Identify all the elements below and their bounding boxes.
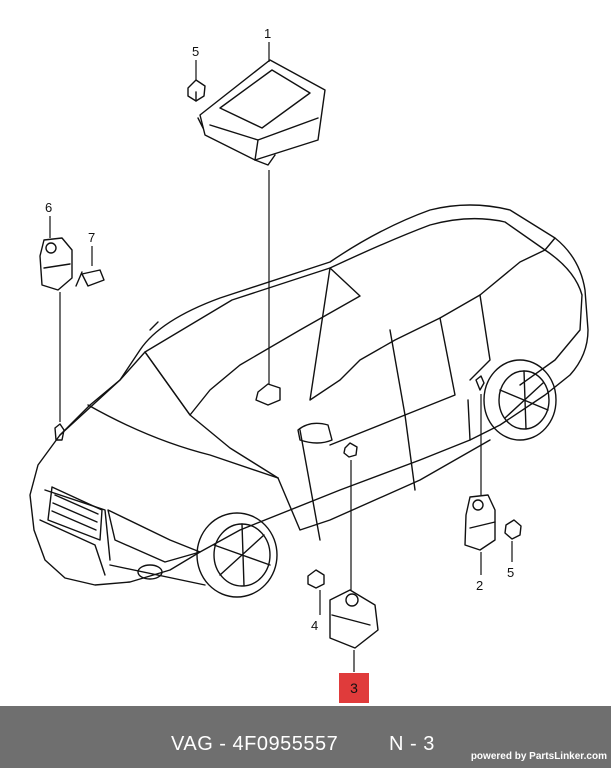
crash-sensor-left — [39, 237, 105, 291]
callout-6: 6 — [45, 200, 52, 215]
airbag-control-unit — [197, 59, 326, 166]
highlight-box — [339, 673, 369, 703]
part-number-label: VAG - 4F0955557 — [171, 733, 339, 755]
callout-4: 4 — [311, 618, 318, 633]
brand-credit[interactable]: powered by PartsLinker.com — [470, 751, 607, 762]
callout-5-right: 5 — [507, 565, 514, 580]
callout-5-top: 5 — [192, 44, 199, 59]
crash-sensor-door — [307, 569, 379, 649]
position-label: N - 3 — [389, 733, 435, 755]
parts-diagram: 1 5 6 7 2 5 4 — [29, 26, 589, 672]
callout-2: 2 — [476, 578, 483, 593]
callout-3-highlighted[interactable]: 3 — [350, 680, 358, 696]
nut-top — [187, 79, 206, 102]
footer-bar: VAG - 4F0955557 N - 3 powered by PartsLi… — [0, 706, 611, 768]
callout-7: 7 — [88, 230, 95, 245]
crash-sensor-right — [464, 494, 522, 551]
car-illustration — [29, 204, 589, 598]
callout-1: 1 — [264, 26, 271, 41]
